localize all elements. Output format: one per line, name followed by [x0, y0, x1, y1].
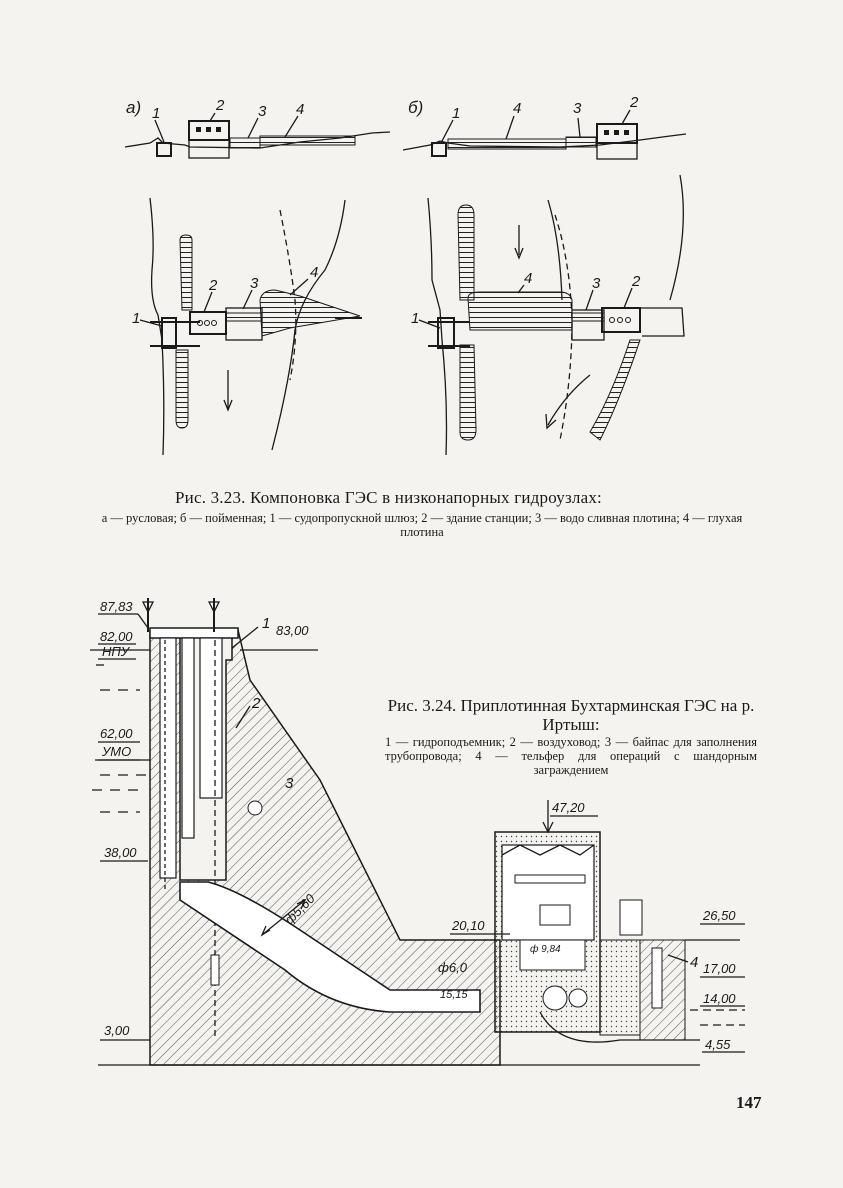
- callout-b-1: 1: [452, 105, 460, 122]
- callout-a-1: 1: [152, 105, 160, 122]
- plan-b-callout-4: 4: [524, 270, 532, 287]
- figure-3-23-caption-title: Рис. 3.23. Компоновка ГЭС в низконапорны…: [175, 488, 602, 507]
- figure-3-23: а) 1 2 3 4 б) 1: [124, 94, 687, 456]
- dim-9-84: ф 9,84: [530, 943, 561, 955]
- callout-b-3: 3: [573, 100, 582, 117]
- level-62-00: 62,00: [100, 726, 133, 741]
- plan-a-callout-1: 1: [132, 310, 140, 327]
- level-marks: 87,83 82,00 НПУ 83,00 62,00 УМО 38,00 3,…: [98, 599, 745, 1053]
- lock-b: [431, 142, 447, 157]
- callout-4-hoist: 4: [690, 954, 698, 971]
- level-umo: УМО: [101, 744, 131, 759]
- level-20-10: 20,10: [451, 918, 485, 933]
- callout-a-4: 4: [296, 101, 304, 118]
- figure-3-23-caption-legend: а — русловая; б — пойменная; 1 — судопро…: [101, 511, 743, 539]
- level-47-20: 47,20: [552, 800, 585, 815]
- level-14-00: 14,00: [703, 991, 736, 1006]
- callout-3-bypass: 3: [285, 775, 294, 792]
- level-26-50: 26,50: [702, 908, 736, 923]
- level-87-83: 87,83: [100, 599, 133, 614]
- plan-a: 1 2 3 4: [132, 197, 362, 456]
- level-4-55: 4,55: [705, 1037, 731, 1052]
- plan-b-dam: [467, 291, 573, 331]
- plan-b-station: [601, 307, 641, 333]
- plan-a-callout-3: 3: [250, 275, 259, 292]
- level-npu: НПУ: [102, 644, 131, 659]
- callout-1-hoist: 1: [262, 615, 270, 632]
- callout-b-4: 4: [513, 100, 521, 117]
- callout-2-air-duct: 2: [251, 695, 261, 712]
- figure-3-24-caption-legend: 1 — гидроподъемник; 2 — воздуховод; 3 — …: [385, 735, 757, 777]
- level-15-15: 15,15: [440, 989, 468, 1001]
- section-a: а) 1 2 3 4: [124, 97, 391, 159]
- plan-b-callout-3: 3: [592, 275, 601, 292]
- page-number: 147: [736, 1093, 762, 1112]
- callout-b-2: 2: [629, 94, 639, 111]
- level-3-00: 3,00: [104, 1023, 130, 1038]
- penstock: [179, 881, 481, 1013]
- panel-a-label: а): [126, 98, 141, 117]
- level-83-00: 83,00: [276, 623, 309, 638]
- lock-a: [156, 142, 172, 157]
- callout-a-2: 2: [215, 97, 225, 114]
- dim-6-0: ф6,0: [438, 960, 468, 975]
- level-82-00: 82,00: [100, 629, 133, 644]
- plan-b-callout-2: 2: [631, 273, 641, 290]
- callout-a-3: 3: [258, 103, 267, 120]
- intake-tower: [149, 627, 239, 639]
- figure-3-24-caption-title: Рис. 3.24. Приплотинная Бухтарминская ГЭ…: [387, 696, 755, 734]
- plan-b: 1 4 3 2: [411, 174, 685, 456]
- panel-b-label: б): [408, 98, 423, 117]
- powerhouse: [494, 800, 700, 1043]
- section-b: б) 1 4 3 2: [402, 94, 687, 160]
- plan-a-callout-4: 4: [310, 264, 318, 281]
- plan-b-callout-1: 1: [411, 310, 419, 327]
- level-17-00: 17,00: [703, 961, 736, 976]
- plan-a-callout-2: 2: [208, 277, 218, 294]
- level-38-00: 38,00: [104, 845, 137, 860]
- figure-3-24: 87,83 82,00 НПУ 83,00 62,00 УМО 38,00 3,…: [90, 598, 745, 1066]
